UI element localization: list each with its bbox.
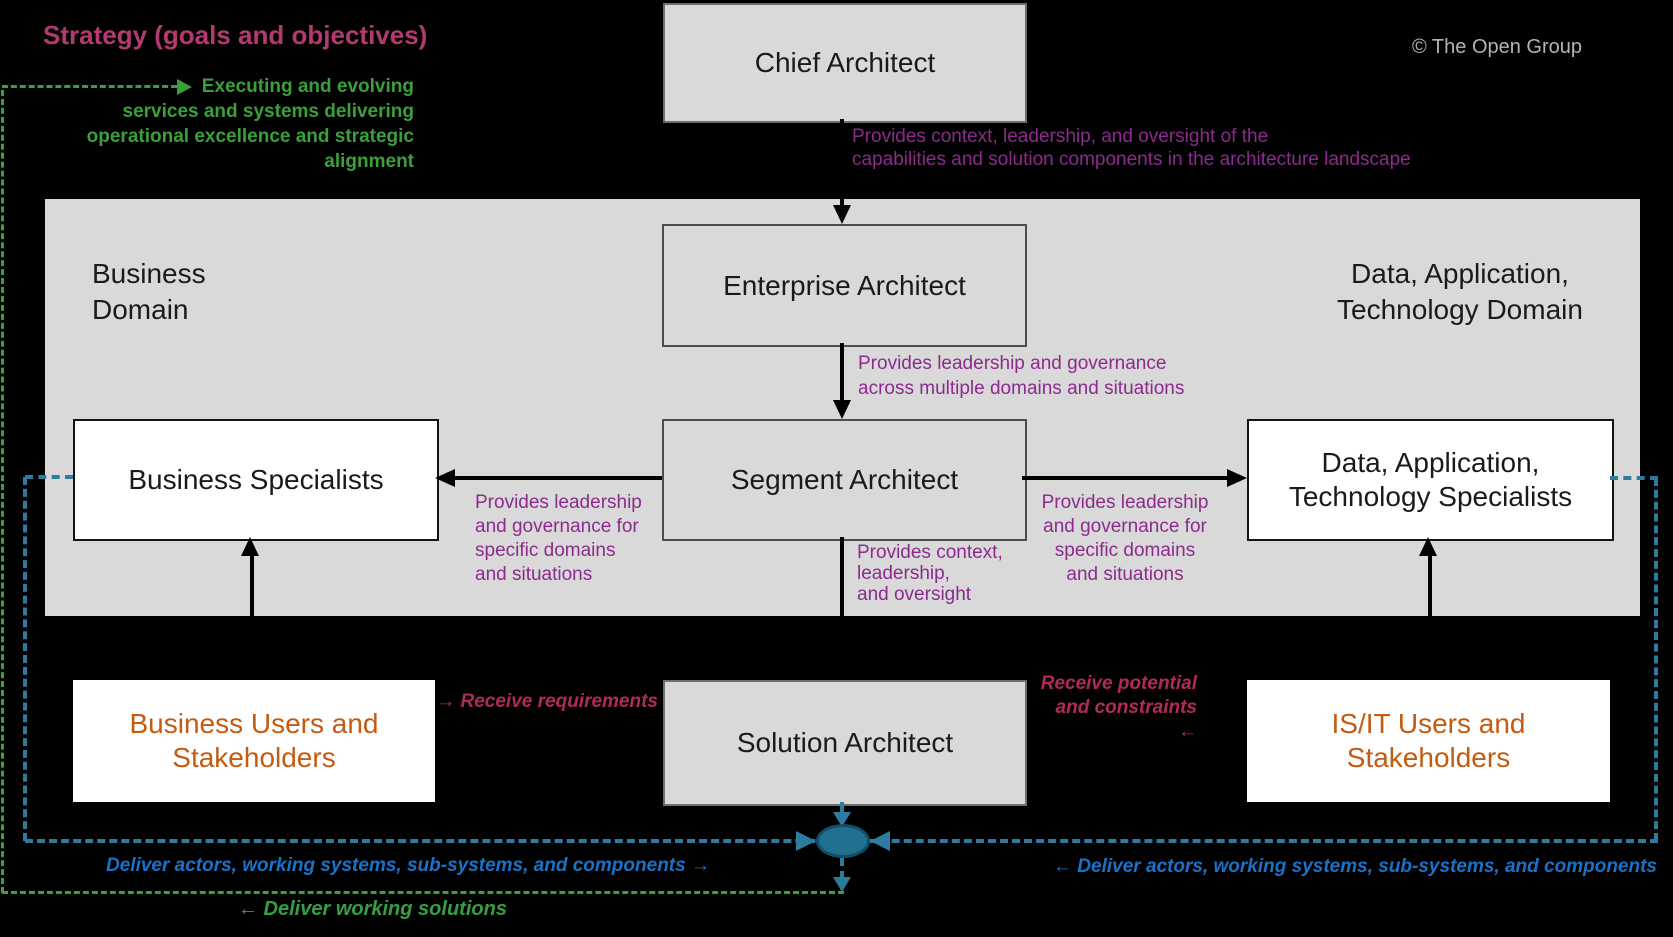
deliver-solutions-label: ← Deliver working solutions bbox=[238, 898, 507, 920]
segment-right-annotation-line: and governance for bbox=[1043, 516, 1207, 537]
chief-architect-box: Chief Architect bbox=[663, 3, 1027, 123]
segment-to-solution-line bbox=[840, 537, 844, 680]
segment-left-annotation-line: Provides leadership bbox=[475, 492, 642, 513]
receive-potential-label: Receive potential and constraints ← bbox=[1040, 672, 1197, 744]
chief-annotation-line: capabilities and solution components in … bbox=[852, 149, 1411, 170]
solution-to-hub-dashed-line bbox=[840, 802, 844, 815]
segment-to-business-specialists-line bbox=[455, 476, 662, 480]
business-domain-line: Domain bbox=[92, 294, 189, 325]
chief-to-enterprise-arrowhead-icon bbox=[833, 205, 851, 224]
chief-architect-label: Chief Architect bbox=[754, 47, 936, 78]
dat-domain-line: Technology Domain bbox=[1337, 294, 1583, 325]
business-users-label: Business Users and Stakeholders bbox=[129, 707, 378, 775]
green-dashed-top-line bbox=[2, 85, 177, 88]
business-domain-label: Business Domain bbox=[92, 256, 206, 328]
business-domain-line: Business bbox=[92, 258, 206, 289]
dat-specialists-line: Technology Specialists bbox=[1288, 481, 1573, 512]
strategy-heading: Strategy (goals and objectives) bbox=[43, 20, 428, 50]
business-specialists-label: Business Specialists bbox=[128, 464, 384, 495]
solution-to-hub-arrowhead-icon bbox=[833, 812, 851, 827]
hub-to-green-arrowhead-icon bbox=[833, 877, 851, 892]
segment-to-business-specialists-arrowhead-icon bbox=[435, 469, 455, 487]
chief-annotation-line: Provides context, leadership, and oversi… bbox=[852, 126, 1269, 147]
segment-down-annotation-line: Provides context, bbox=[857, 542, 1003, 563]
dat-domain-label: Data, Application, Technology Domain bbox=[1290, 256, 1630, 328]
hub-left-arrowhead-icon bbox=[796, 831, 816, 851]
segment-to-dat-specialists-arrowhead-icon bbox=[1227, 469, 1247, 487]
enterprise-annotation-line: across multiple domains and situations bbox=[858, 378, 1185, 399]
enterprise-to-segment-line bbox=[840, 343, 844, 401]
strategy-note-line: Executing and evolving bbox=[201, 76, 414, 97]
dat-specialists-box: Data, Application, Technology Specialist… bbox=[1247, 419, 1614, 541]
segment-to-dat-specialists-line bbox=[1022, 476, 1227, 480]
receive-potential-line: Receive potential bbox=[1040, 673, 1197, 694]
dat-specialists-line: Data, Application, bbox=[1321, 447, 1540, 478]
integration-hub-ellipse bbox=[816, 824, 870, 858]
business-users-to-specialists-line bbox=[250, 556, 254, 680]
enterprise-to-segment-arrowhead-icon bbox=[833, 400, 851, 419]
green-arrowhead-icon bbox=[177, 79, 192, 95]
isit-users-label: IS/IT Users and Stakeholders bbox=[1331, 707, 1525, 775]
segment-architect-box: Segment Architect bbox=[662, 419, 1027, 541]
business-users-line: Stakeholders bbox=[172, 742, 336, 773]
enterprise-annotation-line: Provides leadership and governance bbox=[858, 353, 1167, 374]
segment-architect-label: Segment Architect bbox=[730, 464, 959, 495]
receive-potential-line: and constraints ← bbox=[1055, 697, 1197, 742]
deliver-left-label: Deliver actors, working systems, sub-sys… bbox=[106, 855, 710, 876]
segment-right-annotation-line: specific domains bbox=[1054, 540, 1196, 561]
solution-architect-box: Solution Architect bbox=[663, 680, 1027, 806]
segment-left-annotation-line: specific domains bbox=[475, 540, 616, 561]
business-users-box: Business Users and Stakeholders bbox=[73, 680, 435, 802]
deliver-right-label: ← Deliver actors, working systems, sub-s… bbox=[1053, 856, 1657, 877]
dat-specialists-label: Data, Application, Technology Specialist… bbox=[1289, 446, 1572, 514]
isit-users-line: IS/IT Users and bbox=[1331, 708, 1526, 739]
isit-users-to-specialists-arrowhead-icon bbox=[1419, 537, 1437, 556]
strategy-note-line: alignment bbox=[324, 151, 414, 172]
receive-requirements-label: → Receive requirements bbox=[436, 691, 658, 712]
isit-users-line: Stakeholders bbox=[1346, 742, 1511, 773]
strategy-note: Executing and evolving services and syst… bbox=[50, 74, 414, 174]
green-dashed-bottom-line bbox=[2, 891, 844, 894]
segment-down-annotation-line: and oversight bbox=[857, 584, 972, 605]
business-users-to-specialists-arrowhead-icon bbox=[241, 537, 259, 556]
segment-left-annotation-line: and governance for bbox=[475, 516, 639, 537]
segment-left-annotation: Provides leadership and governance for s… bbox=[475, 491, 642, 587]
blue-dashed-right-line bbox=[1654, 478, 1658, 841]
business-users-line: Business Users and bbox=[129, 708, 379, 739]
hub-to-green-dashed-line bbox=[840, 858, 844, 879]
isit-users-to-specialists-line bbox=[1428, 556, 1432, 680]
segment-left-annotation-line: and situations bbox=[475, 564, 593, 585]
isit-users-box: IS/IT Users and Stakeholders bbox=[1247, 680, 1610, 802]
chief-to-enterprise-line bbox=[840, 119, 844, 206]
segment-down-annotation-line: leadership, bbox=[857, 563, 950, 584]
blue-dashed-left-stub bbox=[25, 475, 73, 479]
solution-architect-label: Solution Architect bbox=[736, 727, 954, 758]
segment-right-annotation: Provides leadership and governance for s… bbox=[1040, 491, 1210, 587]
business-specialists-box: Business Specialists bbox=[73, 419, 439, 541]
enterprise-architect-box: Enterprise Architect bbox=[662, 224, 1027, 347]
segment-right-annotation-line: and situations bbox=[1066, 564, 1184, 585]
chief-annotation: Provides context, leadership, and oversi… bbox=[852, 125, 1411, 171]
segment-down-annotation: Provides context, leadership, and oversi… bbox=[857, 542, 1003, 605]
enterprise-architect-label: Enterprise Architect bbox=[723, 269, 966, 301]
strategy-note-line: operational excellence and strategic bbox=[86, 126, 414, 147]
copyright-text: © The Open Group bbox=[1412, 36, 1583, 58]
enterprise-annotation: Provides leadership and governance acros… bbox=[858, 351, 1184, 401]
segment-right-annotation-line: Provides leadership bbox=[1041, 492, 1209, 513]
blue-dashed-right-stub bbox=[1610, 476, 1658, 480]
dat-domain-line: Data, Application, bbox=[1351, 258, 1569, 289]
blue-dashed-left-line bbox=[23, 477, 27, 841]
hub-right-arrowhead-icon bbox=[870, 831, 890, 851]
green-dashed-left-line bbox=[1, 90, 4, 893]
strategy-note-line: services and systems delivering bbox=[122, 101, 415, 122]
